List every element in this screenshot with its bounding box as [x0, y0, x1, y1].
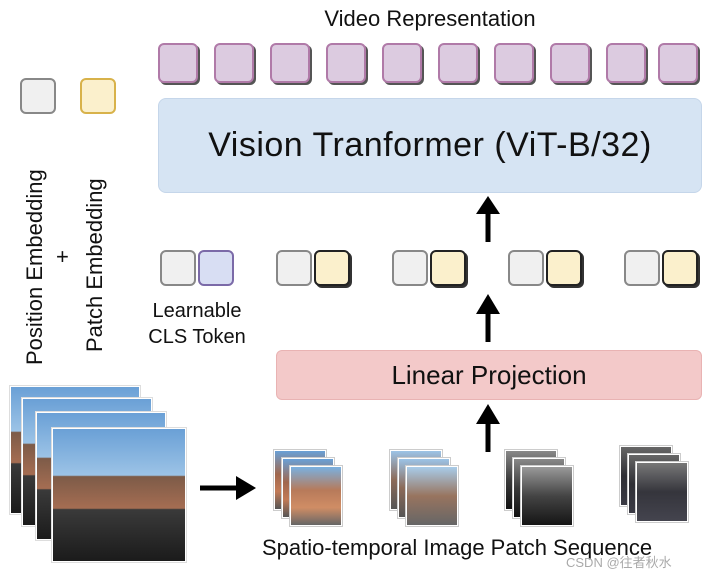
video-representation-label: Video Representation	[324, 6, 536, 31]
legend-position-label: Position Embedding	[22, 169, 47, 365]
patch-embedding-token	[430, 250, 466, 286]
output-token	[382, 43, 422, 83]
cls-token	[198, 250, 234, 286]
position-embedding-token	[276, 250, 312, 286]
patch-token-pair	[276, 250, 352, 290]
patch-embedding-token	[546, 250, 582, 286]
watermark: CSDN @往者秋水	[566, 555, 672, 570]
output-token	[214, 43, 254, 83]
image-patch	[636, 462, 688, 522]
legend-patch-label: Patch Embedding	[82, 178, 107, 352]
cls-token-label: Learnable CLS Token	[138, 298, 256, 350]
cls-token-pair	[160, 250, 236, 290]
patch-token-pair	[624, 250, 700, 290]
cls-label-line1: Learnable	[152, 300, 242, 322]
patch-token-pair	[508, 250, 584, 290]
legend-position-swatch	[20, 78, 56, 114]
linear-projection-label: Linear Projection	[391, 359, 587, 390]
up-arrow-icon	[476, 196, 500, 242]
output-token	[326, 43, 366, 83]
position-embedding-token	[160, 250, 196, 286]
position-embedding-token	[392, 250, 428, 286]
position-embedding-token	[624, 250, 660, 286]
legend-plus: +	[56, 244, 69, 269]
right-arrow-icon	[200, 476, 256, 500]
vision-transformer-block: Vision Tranformer (ViT-B/32)	[158, 98, 702, 193]
output-token	[438, 43, 478, 83]
output-token	[270, 43, 310, 83]
output-token	[158, 43, 198, 83]
up-arrow-icon	[476, 404, 500, 452]
position-embedding-token	[508, 250, 544, 286]
patch-embedding-token	[314, 250, 350, 286]
vision-transformer-label: Vision Tranformer (ViT-B/32)	[208, 126, 652, 164]
image-patch	[290, 466, 342, 526]
output-token	[494, 43, 534, 83]
patch-embedding-token	[662, 250, 698, 286]
up-arrow-icon	[476, 294, 500, 342]
cls-label-line2: CLS Token	[148, 326, 246, 348]
video-frame	[52, 428, 186, 562]
patch-token-pair	[392, 250, 468, 290]
legend-patch-swatch	[80, 78, 116, 114]
linear-projection-block: Linear Projection	[276, 350, 702, 400]
image-patch	[521, 466, 573, 526]
image-patch	[406, 466, 458, 526]
patch-sequence-caption: Spatio-temporal Image Patch Sequence	[262, 535, 653, 560]
output-token	[606, 43, 646, 83]
output-token	[658, 43, 698, 83]
output-token	[550, 43, 590, 83]
